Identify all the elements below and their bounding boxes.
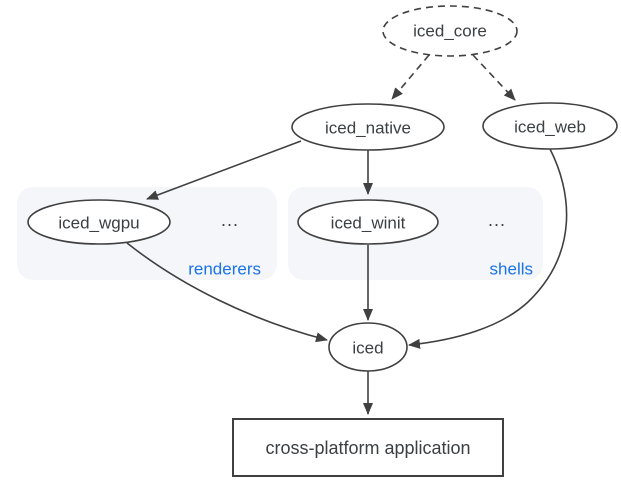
app-box-shape [232,418,504,477]
node-iced-native-shape [291,103,445,151]
node-iced-core-shape [382,5,518,57]
node-iced-web-shape [482,102,618,150]
group-renderers-label: renderers [188,259,261,279]
node-iced-winit-label: iced_winit [330,213,406,233]
node-iced-web-label: iced_web [514,117,586,137]
group-shells-ellipsis: ... [487,210,507,230]
edge-iced-core-to-iced-native [391,54,430,100]
edge-iced-core-to-iced-web [472,54,516,101]
edge-iced-native-to-iced-wgpu [146,140,302,200]
edge-iced-wgpu-to-iced [126,242,328,343]
node-iced-shape [328,322,408,372]
edge-iced-web-to-iced [408,148,568,349]
node-iced-wgpu-label: iced_wgpu [58,213,140,233]
node-iced-label: iced [352,338,384,358]
group-shells-label: shells [489,259,533,279]
node-iced-core-label: iced_core [413,21,487,41]
node-iced-wgpu-shape [27,199,171,245]
node-iced-winit-shape [297,199,439,245]
group-renderers-ellipsis: ... [220,210,240,230]
app-box-label: cross-platform application [265,438,471,458]
node-iced-native-label: iced_native [324,118,412,138]
